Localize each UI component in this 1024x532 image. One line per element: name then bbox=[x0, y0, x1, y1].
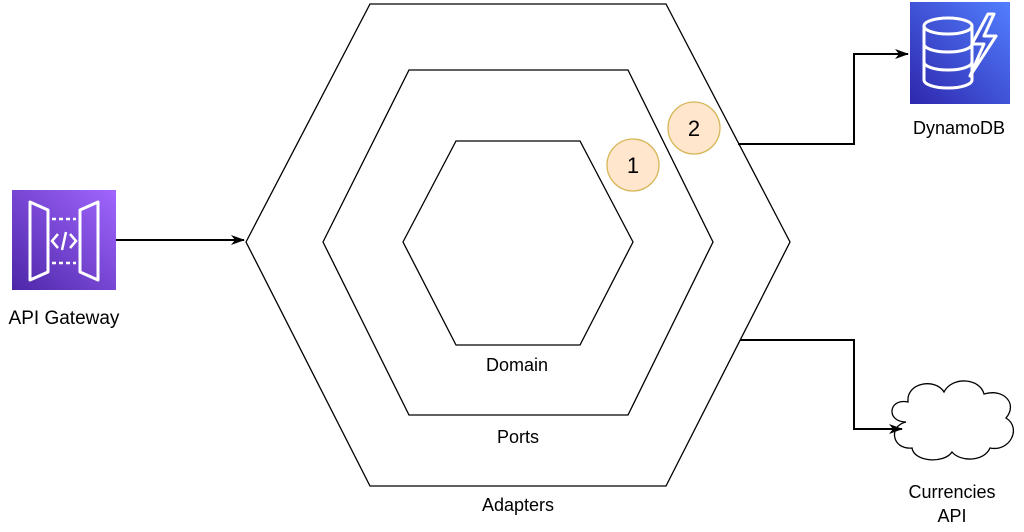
adapters-hexagon bbox=[245, 3, 791, 487]
badge-2-text: 2 bbox=[688, 116, 700, 141]
dynamodb-label: DynamoDB bbox=[913, 118, 1005, 138]
dynamodb-icon bbox=[910, 2, 1010, 104]
api-gateway-icon bbox=[12, 190, 116, 290]
badge-1: 1 bbox=[606, 138, 660, 192]
ports-hexagon bbox=[322, 69, 714, 416]
badge-1-text: 1 bbox=[627, 153, 639, 178]
adapters-to-dynamodb-arrow bbox=[738, 49, 909, 145]
api-gateway-label: API Gateway bbox=[9, 308, 120, 329]
adapters-label: Adapters bbox=[482, 495, 554, 515]
adapters-to-currencies-arrow bbox=[740, 339, 903, 434]
domain-label: Domain bbox=[486, 355, 548, 375]
ports-label: Ports bbox=[497, 427, 539, 447]
currencies-label-line1: Currencies bbox=[908, 482, 995, 502]
currencies-label-line2: API bbox=[937, 506, 966, 526]
domain-hexagon bbox=[402, 140, 634, 346]
cloud-icon bbox=[891, 380, 1015, 461]
badge-2: 2 bbox=[667, 101, 721, 155]
